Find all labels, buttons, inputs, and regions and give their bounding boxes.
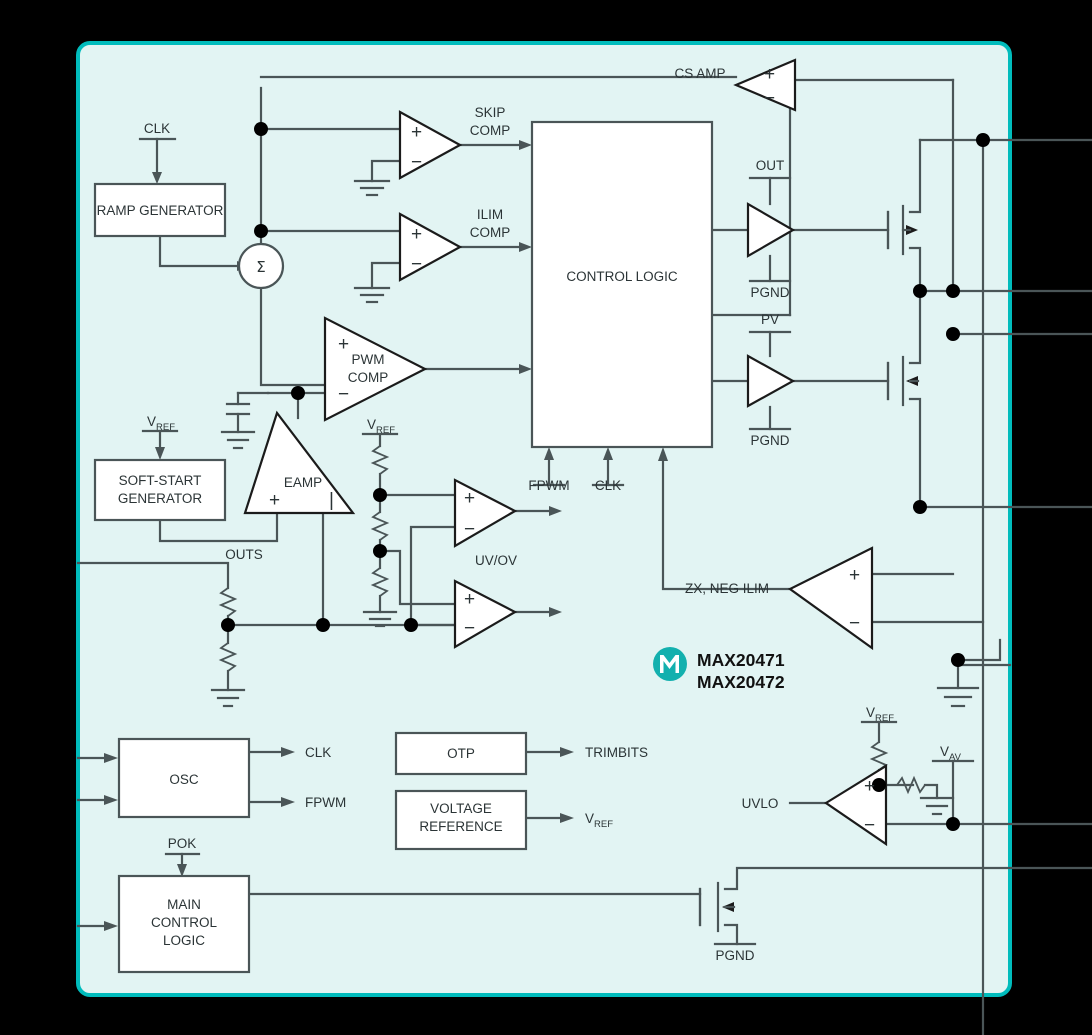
amp-ilim-comp[interactable]	[398, 212, 463, 282]
label-outs: OUTS	[225, 547, 263, 562]
label-pv-supply: PV	[761, 312, 779, 327]
block-otp[interactable]	[394, 731, 528, 776]
sign-csamp-plus: +	[764, 64, 775, 85]
sign-uvlo-plus: +	[864, 776, 875, 797]
label-vref-divider: VREF	[367, 417, 395, 436]
label-uv-ov: UV/OV	[475, 553, 517, 568]
sign-ov-plus: +	[464, 589, 475, 610]
driver-out-buffer[interactable]	[746, 202, 796, 258]
sign-skip-plus: +	[411, 122, 422, 143]
label-voltage-reference-line2: REFERENCE	[419, 819, 502, 834]
label-vref-softstart: VREF	[147, 414, 175, 433]
sign-ilim-plus: +	[411, 224, 422, 245]
summing-node-glyph: Σ	[256, 258, 265, 276]
sign-zx-plus: +	[849, 565, 860, 586]
amp-uvlo-comp[interactable]	[823, 764, 888, 847]
wire-network	[76, 75, 1092, 1035]
mosfet-symbols	[698, 210, 890, 927]
label-skip-comp-line1: SKIP	[475, 105, 506, 120]
label-control-logic-clk: CLK	[595, 478, 621, 493]
sign-pwm-plus: +	[338, 334, 349, 355]
label-uvlo: UVLO	[742, 796, 779, 811]
maxim-logo-icon	[660, 655, 679, 673]
label-cs-amp: CS AMP	[674, 66, 725, 81]
label-vref-uvlo: VREF	[866, 705, 894, 724]
product-logo-group: MAX20471 MAX20472	[653, 647, 785, 692]
label-ilim-comp-line1: ILIM	[477, 207, 503, 222]
label-pgnd-bottom: PGND	[715, 948, 754, 963]
label-vref-out: VREF	[585, 811, 613, 830]
part-number-1: MAX20471	[697, 650, 785, 670]
block-soft-start-generator[interactable]	[93, 458, 227, 522]
sign-ov-minus: −	[464, 618, 475, 639]
label-control-logic: CONTROL LOGIC	[566, 269, 678, 284]
sign-pwm-minus: −	[338, 384, 349, 405]
amp-skip-comp[interactable]	[398, 110, 463, 180]
amp-ov-comp[interactable]	[453, 579, 518, 649]
sign-eamp-plus: +	[269, 490, 280, 511]
label-pwm-comp-line1: PWM	[352, 352, 385, 367]
label-main-control-line2: CONTROL	[151, 915, 217, 930]
label-voltage-reference-line1: VOLTAGE	[430, 801, 492, 816]
label-main-control-line1: MAIN	[167, 897, 201, 912]
label-pgnd-out: PGND	[750, 285, 789, 300]
part-number-2: MAX20472	[697, 672, 785, 692]
label-pwm-comp-line2: COMP	[348, 370, 389, 385]
sign-zx-minus: −	[849, 613, 860, 634]
amp-cs-amp[interactable]	[733, 58, 797, 112]
amp-zx-neg-ilim-comp[interactable]	[787, 546, 874, 651]
label-pok: POK	[168, 836, 197, 851]
label-zx-neg-ilim: ZX, NEG ILIM	[685, 581, 769, 596]
label-control-logic-fpwm: FPWM	[528, 478, 569, 493]
amp-uv-comp[interactable]	[453, 478, 518, 548]
label-ramp-generator: RAMP GENERATOR	[97, 203, 224, 218]
sign-eamp-minus: |	[329, 490, 334, 511]
sign-uv-plus: +	[464, 488, 475, 509]
label-soft-start-line1: SOFT-START	[119, 473, 202, 488]
label-soft-start-line2: GENERATOR	[118, 491, 203, 506]
amp-pwm-comp[interactable]	[323, 316, 428, 422]
label-ilim-comp-line2: COMP	[470, 225, 511, 240]
block-boxes	[93, 120, 714, 974]
junction-dots	[221, 122, 990, 831]
block-voltage-reference[interactable]	[394, 789, 528, 851]
amplifier-symbols	[237, 58, 888, 847]
block-osc[interactable]	[117, 737, 251, 819]
sign-uv-minus: −	[464, 519, 475, 540]
driver-pv-buffer[interactable]	[746, 354, 796, 408]
label-otp: OTP	[447, 746, 475, 761]
label-osc: OSC	[169, 772, 199, 787]
label-main-control-line3: LOGIC	[163, 933, 205, 948]
label-skip-comp-line2: COMP	[470, 123, 511, 138]
summing-node[interactable]	[237, 242, 285, 290]
block-main-control-logic[interactable]	[117, 874, 251, 974]
amp-eamp[interactable]	[243, 410, 356, 515]
label-eamp: EAMP	[284, 475, 322, 490]
sign-ilim-minus: −	[411, 254, 422, 275]
text-labels: RAMP GENERATOR SOFT-START GENERATOR CONT…	[97, 64, 962, 963]
block-control-logic[interactable]	[530, 120, 714, 449]
label-clk-ramp: CLK	[144, 121, 170, 136]
label-out-supply: OUT	[756, 158, 785, 173]
sign-csamp-minus: −	[764, 88, 775, 109]
label-trimbits: TRIMBITS	[585, 745, 648, 760]
sign-uvlo-minus: −	[864, 815, 875, 836]
label-vav: VAV	[940, 744, 962, 763]
label-osc-clk: CLK	[305, 745, 331, 760]
label-pgnd-pv: PGND	[750, 433, 789, 448]
sign-skip-minus: −	[411, 152, 422, 173]
block-ramp-generator[interactable]	[93, 182, 227, 238]
label-osc-fpwm: FPWM	[305, 795, 346, 810]
